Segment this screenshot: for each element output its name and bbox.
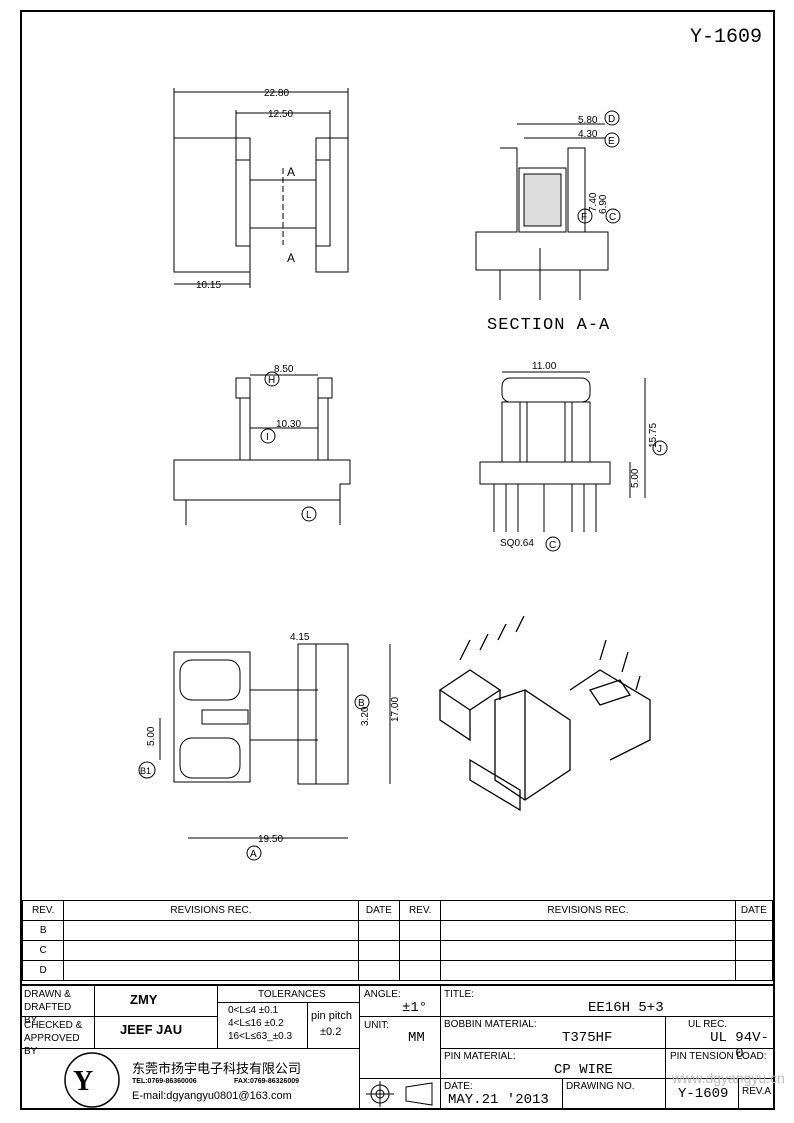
dim-15-75: 15.75 [648, 423, 659, 448]
tolerance-row: 4<L≤16 ±0.2 [228, 1018, 284, 1029]
callout-c2: C [549, 540, 556, 551]
dim-5-80: 5.80 [578, 115, 598, 126]
tolerance-row: 0<L≤4 ±0.1 [228, 1005, 279, 1016]
dim-5-00: 5.00 [630, 468, 641, 488]
rev-d: D [21, 960, 65, 981]
callout-l: L [306, 510, 312, 521]
title-label: TITLE: [444, 989, 475, 1000]
callout-f: F [581, 212, 587, 223]
drawn-label: DRAWN & DRAFTED BY [24, 989, 72, 1026]
dim-17-00: 17.00 [390, 697, 401, 722]
revisions-header-2: REVISIONS REC. [440, 900, 736, 921]
isometric-view [438, 615, 651, 812]
dim-4-15: 4.15 [290, 632, 310, 643]
rev-b: B [21, 920, 65, 941]
drawing-no-label: DRAWING NO. [566, 1081, 635, 1092]
company-fax: FAX:0769-86326009 [234, 1078, 299, 1085]
callout-a: A [250, 849, 257, 860]
dim-sq0-64: SQ0.64 [500, 538, 534, 549]
rev-header-2: REV. [398, 900, 442, 921]
revision-row: B [21, 920, 774, 941]
angle-label: ANGLE: [364, 989, 401, 1000]
drawing-no-value: Y-1609 [678, 1086, 729, 1102]
dim-6-90: 6.90 [598, 194, 609, 214]
date-header: DATE [357, 900, 401, 921]
pin-pitch-value: ±0.2 [320, 1026, 342, 1038]
pin-material-value: CP WIRE [554, 1062, 613, 1078]
dim-overall-width: 22.80 [264, 88, 289, 99]
revisions-header: REVISIONS REC. [63, 900, 359, 921]
revision-row: C [21, 940, 774, 961]
company-email: E-mail:dgyangyu0801@163.com [132, 1090, 292, 1102]
callout-h: H [268, 375, 275, 386]
drawing-number-header: Y-1609 [689, 26, 762, 49]
callout-i: I [266, 432, 269, 443]
dim-flange-width: 10.15 [196, 280, 221, 291]
tolerances-label: TOLERANCES [258, 989, 326, 1000]
svg-text:Y: Y [73, 1066, 93, 1097]
company-name: 东莞市扬宇电子科技有限公司 [132, 1061, 302, 1076]
rev-header: REV. [21, 900, 65, 921]
checked-by: JEEF JAU [120, 1022, 183, 1037]
title-value: EE16H 5+3 [588, 1000, 664, 1016]
callout-b: B [358, 698, 365, 709]
company-logo-icon: Y [64, 1052, 120, 1108]
dim-inner-width: 12.50 [268, 109, 293, 120]
checked-label: CHECKED & APPROVED BY [24, 1020, 83, 1057]
callout-d: D [608, 114, 615, 125]
dim-10-30: 10.30 [276, 419, 301, 430]
section-mark-bottom: A [287, 251, 295, 265]
ul-label: UL REC. [688, 1019, 728, 1030]
dim-4-30: 4.30 [578, 129, 598, 140]
date-label: DATE: [444, 1081, 473, 1092]
bobbin-value: T375HF [562, 1030, 613, 1046]
dim-19-50: 19.50 [258, 834, 283, 845]
pin-pitch-label: pin pitch [311, 1010, 352, 1022]
company-tel: TEL:0769-86360006 [132, 1078, 197, 1085]
unit-value: MM [408, 1030, 425, 1046]
date-value: MAY.21 '2013 [448, 1092, 549, 1108]
bottom-view [159, 643, 391, 839]
front-view [479, 371, 646, 532]
dim-8-50: 8.50 [274, 364, 294, 375]
drawn-by: ZMY [130, 992, 158, 1007]
section-label: SECTION A-A [487, 316, 611, 335]
tolerance-row: 16<L≤63_±0.3 [228, 1031, 293, 1042]
dim-5-00-b: 5.00 [146, 726, 157, 746]
dim-7-40: 7.40 [588, 192, 599, 212]
date-header-2: DATE [734, 900, 774, 921]
watermark: www.dgyangyu.cn [672, 1070, 785, 1086]
section-view [475, 123, 609, 300]
ul-value: UL 94V-0 [710, 1030, 769, 1062]
angle-value: ±1° [402, 1000, 428, 1016]
dim-3-20: 3.20 [360, 706, 371, 726]
callout-b1: B1 [140, 766, 151, 776]
pin-tension-label: PIN TENSION LOAD: [670, 1051, 767, 1062]
top-view [173, 88, 349, 288]
title-block: DRAWN & DRAFTED BY ZMY CHECKED & APPROVE… [22, 984, 785, 1110]
callout-e: E [608, 136, 615, 147]
bobbin-label: BOBBIN MATERIAL: [444, 1019, 537, 1030]
revision-row: D [21, 960, 774, 981]
pin-material-label: PIN MATERIAL: [444, 1051, 516, 1062]
rev-label: REV.A [742, 1086, 772, 1097]
side-view [173, 374, 351, 525]
unit-label: UNIT: [364, 1020, 389, 1031]
rev-c: C [21, 940, 65, 961]
revisions-table: REV. REVISIONS REC. DATE REV. REVISIONS … [21, 900, 774, 981]
callout-j: J [657, 444, 662, 455]
projection-symbol-icon [366, 1081, 433, 1107]
drawing-frame [20, 10, 775, 1110]
dim-11-00: 11.00 [532, 361, 557, 372]
section-mark-top: A [287, 165, 295, 179]
callout-c: C [609, 212, 616, 223]
